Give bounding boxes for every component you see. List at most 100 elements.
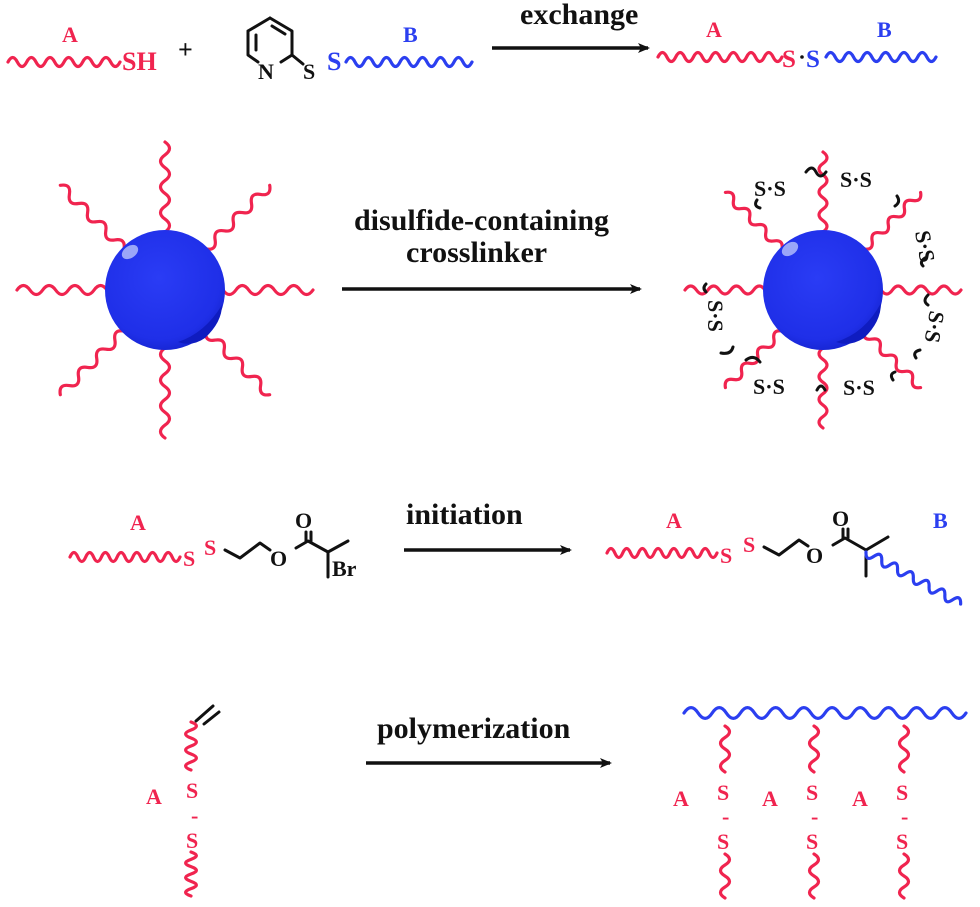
sulfur-2: S <box>186 828 198 853</box>
polymer-arm <box>723 190 784 251</box>
carbonyl-oxygen: O <box>295 508 312 533</box>
bond-dot <box>800 55 804 59</box>
chain-sulfur: S <box>327 47 341 76</box>
arrow-label-exchange: exchange <box>520 0 638 31</box>
product-sulfur-1: S <box>782 46 796 73</box>
polymer-arm <box>158 346 172 440</box>
pendant-chain: A S-S <box>673 724 732 900</box>
polymer-b-chain <box>344 55 474 69</box>
pendant-sulfur-2: S <box>717 829 729 854</box>
product-block-b-label: B <box>877 17 892 42</box>
polymer-arm <box>723 329 784 390</box>
pendant-spacer <box>718 724 732 774</box>
pendant-polymer-a-chain <box>897 852 911 900</box>
sphere-shadow <box>178 305 222 344</box>
polymer-a-chain <box>184 850 198 898</box>
crosslink-ss-top-left: S·S <box>754 176 786 201</box>
nanoparticle-sphere <box>105 230 225 350</box>
polymer-arm <box>204 183 272 251</box>
pendant-disulfide-bond: - <box>722 804 729 829</box>
ester-oxygen: O <box>806 543 823 568</box>
ethylene-linker <box>762 538 810 557</box>
thiol-end-group: SH <box>122 47 157 76</box>
block-a-label: A <box>146 784 162 809</box>
arrow-label-polymerization: polymerization <box>377 712 571 745</box>
pendant-sulfur-2: S <box>896 829 908 854</box>
vinyl-double-bond <box>194 704 221 726</box>
pendant-block-a-label: A <box>852 786 868 811</box>
disulfide-bond: - <box>191 803 198 828</box>
isobutyrate-skeleton <box>294 530 350 579</box>
carbonyl-oxygen: O <box>832 506 849 531</box>
sulfur-2: S <box>743 532 755 557</box>
crosslinker-chains <box>702 166 930 392</box>
arrow-label-line1: disulfide-containing <box>354 204 609 237</box>
reactant-a-thiol: A SH <box>6 22 157 76</box>
crosslink-ss-left: S·S <box>703 300 728 332</box>
ester-oxygen: O <box>270 546 287 571</box>
row-crosslinking: disulfide-containing crosslinker <box>15 140 963 440</box>
crosslink-ss-right-lower: S·S <box>920 309 950 345</box>
ring-nitrogen: N <box>258 59 274 84</box>
polymer-arm <box>817 150 829 234</box>
block-b-label: B <box>403 22 418 47</box>
polymer-arm <box>158 140 172 234</box>
sulfur-1: S <box>183 546 195 571</box>
monomer-spacer <box>184 720 198 772</box>
polymer-a-chain <box>68 550 182 564</box>
polymer-arm <box>879 284 963 296</box>
isobutyrate-skeleton <box>831 527 890 578</box>
pendant-spacer <box>807 724 821 774</box>
polymer-arms <box>15 140 315 440</box>
exchange-arrow: exchange <box>492 0 650 53</box>
product-polymer-a-chain <box>656 50 784 64</box>
ethylene-linker <box>223 541 272 560</box>
nanoparticle-sphere <box>763 230 883 350</box>
polymerization-arrow: polymerization <box>366 712 612 768</box>
product-a-ss-b: A S S B <box>656 17 938 73</box>
polymer-arm <box>15 283 109 297</box>
polymer-a-chain <box>6 55 122 69</box>
reactant-b-pyridyl-disulfide: N S S B <box>246 16 474 84</box>
polymer-arm <box>817 346 829 430</box>
crosslinker-arrow: disulfide-containing crosslinker <box>342 204 642 294</box>
polymer-arm <box>58 183 126 251</box>
polymer-arm <box>58 329 126 397</box>
product-polymer-b-chain <box>824 50 938 64</box>
pendant-sulfur-1: S <box>806 780 818 805</box>
block-a-label: A <box>62 22 78 47</box>
row-exchange: A SH + N S S B exchange A S S <box>6 0 938 84</box>
polymer-arms <box>683 150 963 430</box>
product-sulfur-2: S <box>806 46 820 73</box>
pendant-spacer <box>897 724 911 774</box>
polymer-b-backbone <box>682 706 968 720</box>
block-a-label: A <box>130 510 146 535</box>
bromine: Br <box>332 556 357 581</box>
pendant-block-a-label: A <box>673 786 689 811</box>
pendant-sulfur-1: S <box>717 780 729 805</box>
disulfide-monomer: A S - S <box>146 704 221 898</box>
crosslink-ss-bottom-right: S·S <box>843 375 875 400</box>
nanoparticle-with-polymer-brushes <box>15 140 315 440</box>
pendant-disulfide-bond: - <box>811 804 818 829</box>
pendant-sulfur-1: S <box>896 780 908 805</box>
arrow-label-line2: crosslinker <box>406 236 547 269</box>
sphere-highlight <box>121 244 139 260</box>
arrow-label-initiation: initiation <box>406 498 523 531</box>
block-b-label: B <box>933 508 948 533</box>
sphere-highlight <box>781 241 799 257</box>
pendant-polymer-a-chain <box>718 852 732 900</box>
polymer-arm <box>683 284 767 296</box>
polymer-a-chain <box>605 546 719 560</box>
sphere-shadow <box>836 303 881 344</box>
macroinitiator: A S S O O Br <box>68 508 357 581</box>
crosslink-ss-top-right: S·S <box>840 167 872 192</box>
pendant-polymer-a-chain <box>807 852 821 900</box>
pyridine-ring-icon <box>246 16 305 66</box>
crosslink-ss-right-upper: S·S <box>910 229 940 265</box>
